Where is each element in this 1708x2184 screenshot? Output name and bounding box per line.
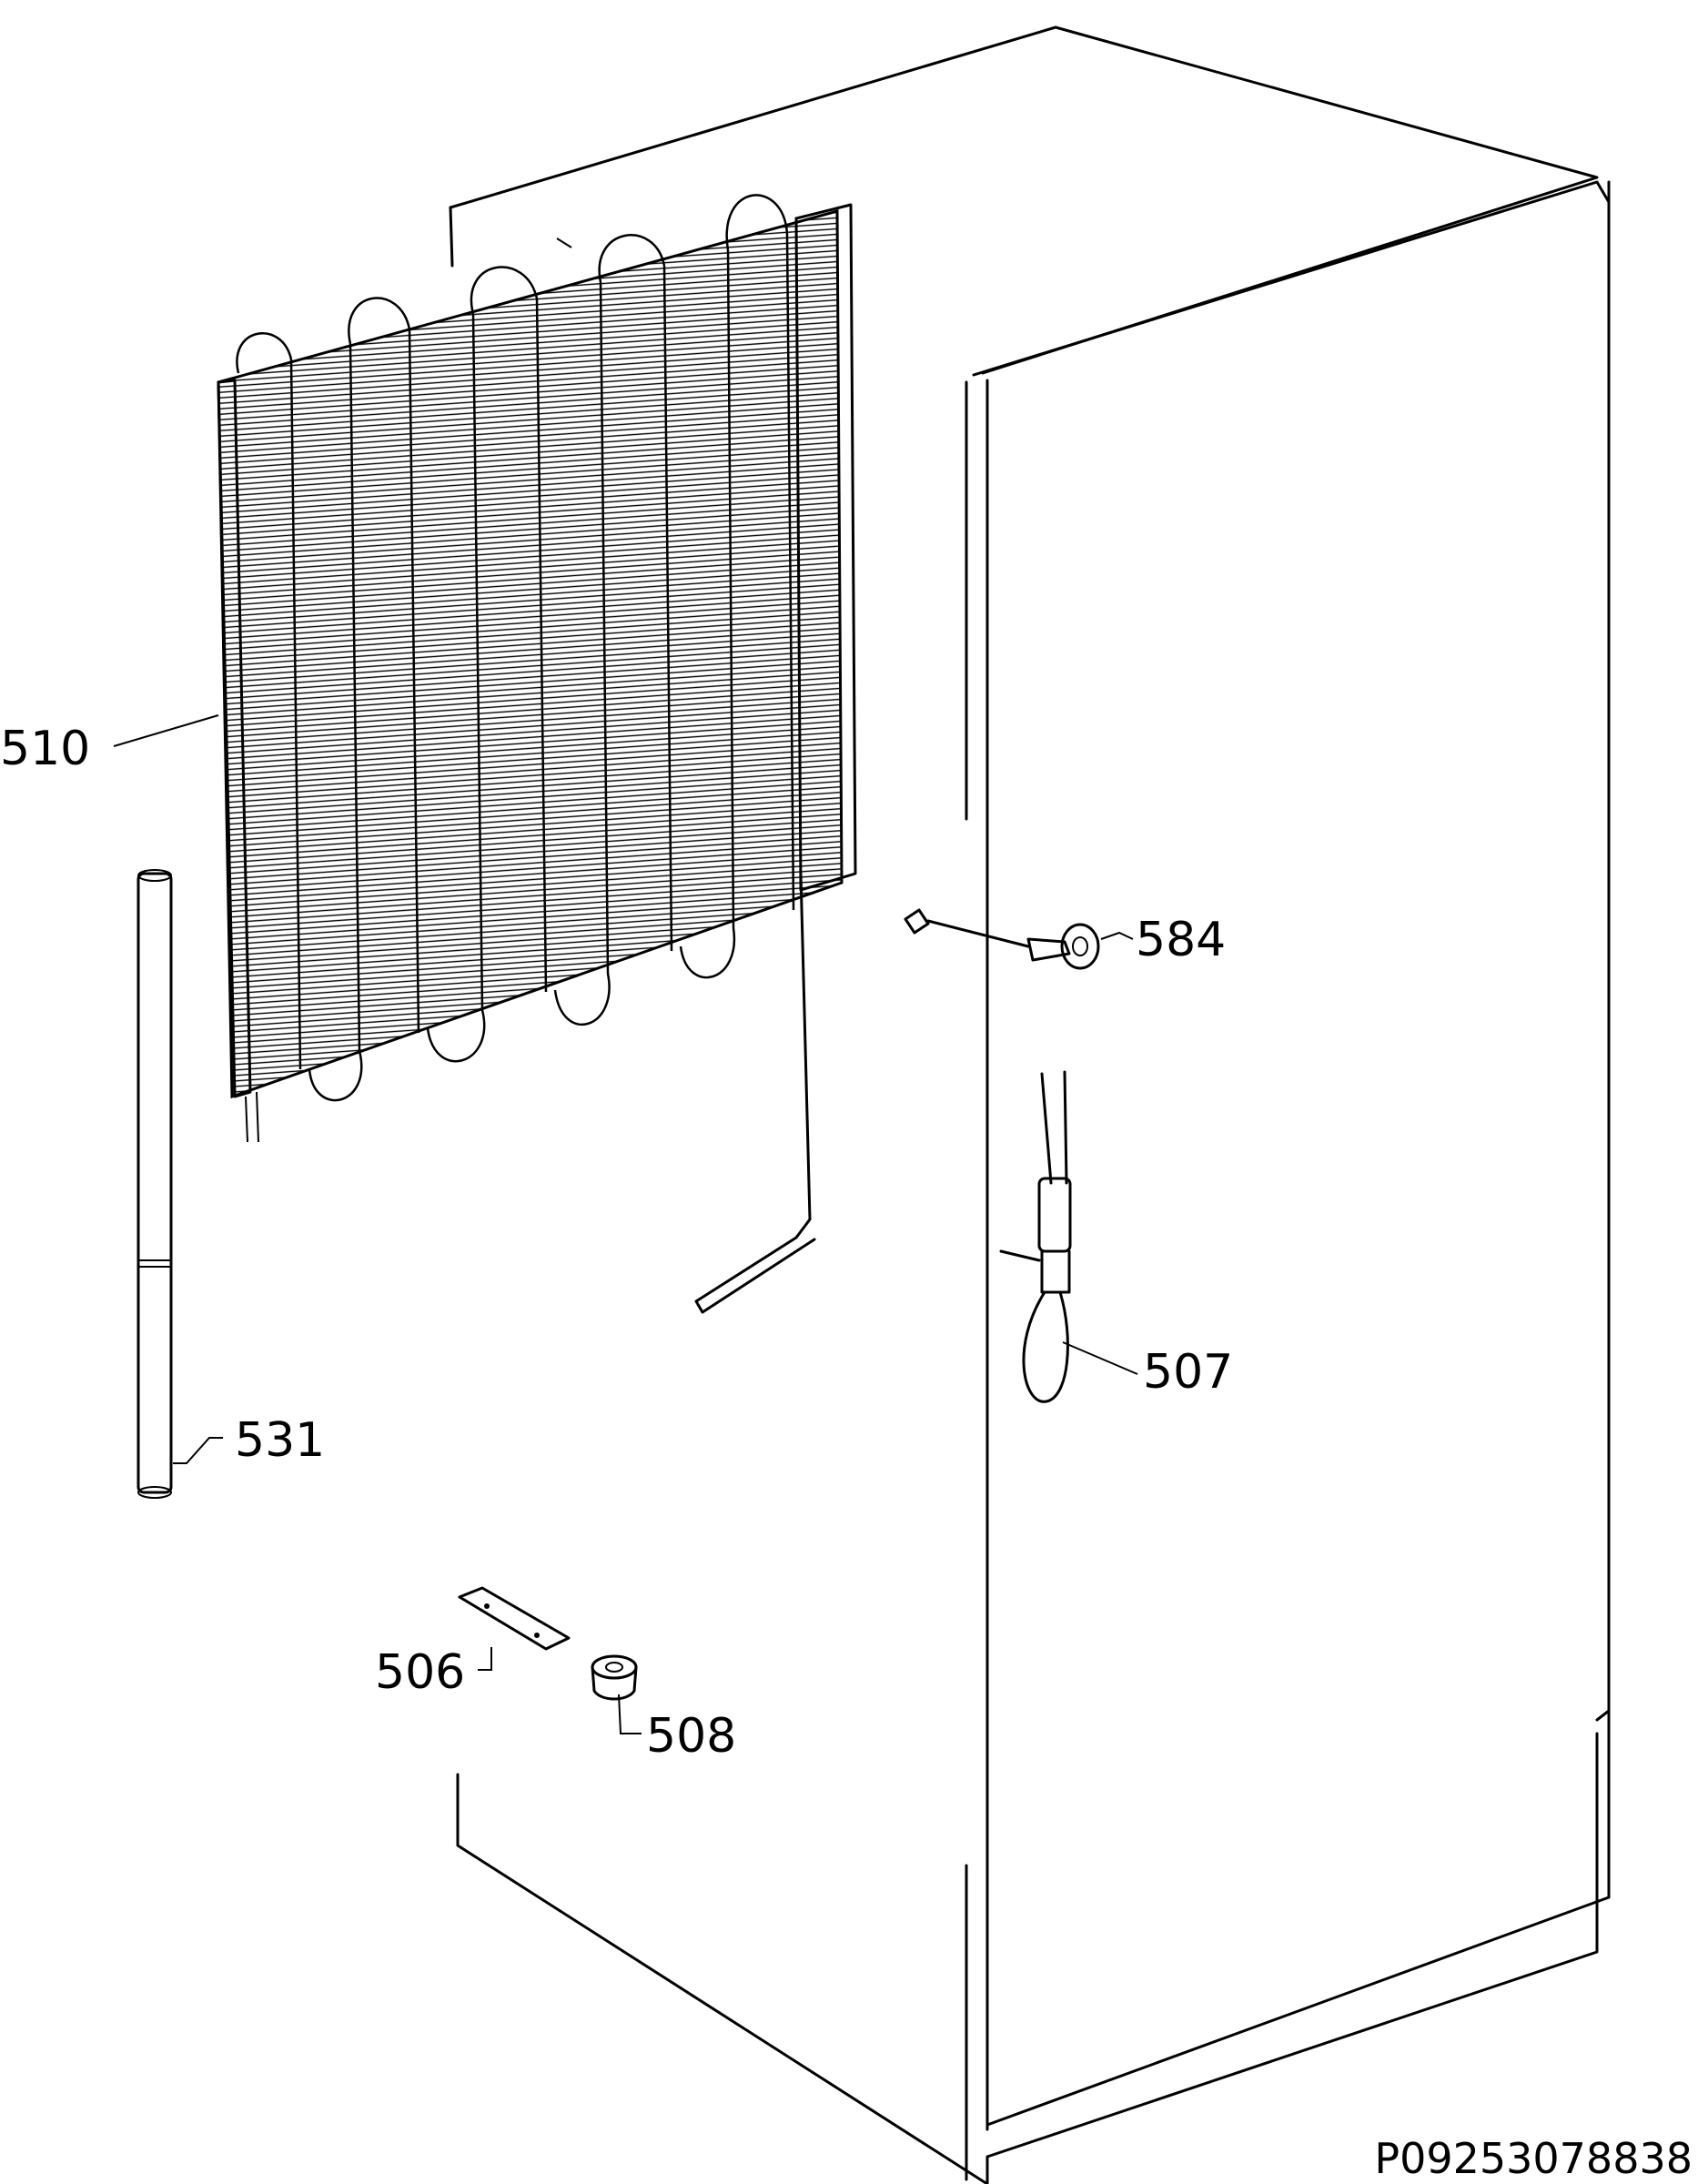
part-label-510: 510 [0, 722, 90, 776]
drain-tube [136, 869, 173, 1499]
part-label-507: 507 [1143, 1345, 1233, 1400]
temperature-sensor [904, 908, 1100, 970]
part-label-531: 531 [235, 1413, 325, 1468]
mounting-bracket [458, 1586, 571, 1651]
drawing-code: P09253078838 [1374, 2134, 1693, 2183]
part-label-584: 584 [1136, 913, 1226, 967]
fixing-nut [591, 1654, 638, 1701]
leader-lines [113, 714, 1138, 1734]
condenser-coil [217, 194, 857, 1314]
refrigerator-cabinet [449, 25, 1611, 2184]
heating-element [999, 1070, 1072, 1403]
part-label-506: 506 [375, 1645, 465, 1700]
part-label-508: 508 [646, 1709, 736, 1764]
